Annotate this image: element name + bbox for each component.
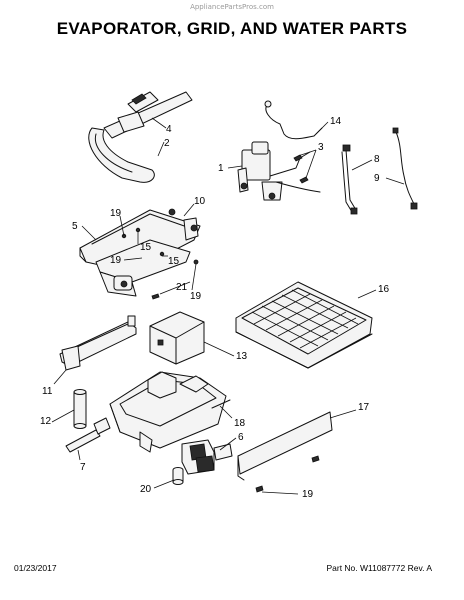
callout-11: 11 <box>42 386 53 397</box>
callout-10: 10 <box>194 196 206 207</box>
callout-15-right: 15 <box>168 256 180 267</box>
part-5-bracket[interactable] <box>79 208 201 300</box>
part-4-bracket[interactable] <box>117 91 159 133</box>
callout-2: 2 <box>164 138 170 149</box>
callout-15-left: 15 <box>140 242 152 253</box>
callout-19-bottom: 19 <box>302 489 314 500</box>
callout-17: 17 <box>358 402 370 413</box>
callout-6: 6 <box>238 432 244 443</box>
callout-18: 18 <box>234 418 246 429</box>
part-9-wire[interactable] <box>392 127 418 210</box>
part-20-foot[interactable] <box>172 467 184 485</box>
part-17-panel[interactable] <box>237 411 333 493</box>
part-16-ice-grid[interactable] <box>235 281 373 369</box>
callout-1: 1 <box>218 163 224 174</box>
leader-lines <box>51 117 405 495</box>
callout-12: 12 <box>40 416 52 427</box>
callout-16: 16 <box>378 284 390 295</box>
part-3-screws[interactable] <box>293 154 309 184</box>
part-8-harness[interactable] <box>341 144 358 215</box>
part-12-tube[interactable] <box>73 389 87 429</box>
callout-8: 8 <box>374 154 380 165</box>
part-18-tray[interactable] <box>109 371 231 453</box>
part-14-fill-tube[interactable] <box>264 100 323 140</box>
callout-14: 14 <box>330 116 342 127</box>
callout-7: 7 <box>80 462 86 473</box>
part-7-fill-tube[interactable] <box>65 417 111 453</box>
watermark: AppliancePartsPros.com <box>190 3 274 11</box>
callout-19-middle: 19 <box>110 255 122 266</box>
part-1-water-valve[interactable] <box>237 141 321 201</box>
callout-9: 9 <box>374 173 380 184</box>
callout-4: 4 <box>166 124 172 135</box>
callout-19-lower: 19 <box>190 291 202 302</box>
callout-19-top: 19 <box>110 208 122 219</box>
callout-20: 20 <box>140 484 152 495</box>
footer-part-number: Part No. W11087772 Rev. A <box>326 563 432 573</box>
page-title: EVAPORATOR, GRID, AND WATER PARTS <box>56 19 408 38</box>
callout-3: 3 <box>318 142 324 153</box>
footer-date: 01/23/2017 <box>14 563 57 573</box>
callout-21: 21 <box>176 282 188 293</box>
part-6-motor[interactable] <box>181 439 233 475</box>
part-13-cover[interactable] <box>149 311 205 365</box>
callout-5: 5 <box>72 221 78 232</box>
part-11-fill-cup[interactable] <box>59 315 137 371</box>
callout-13: 13 <box>236 351 248 362</box>
